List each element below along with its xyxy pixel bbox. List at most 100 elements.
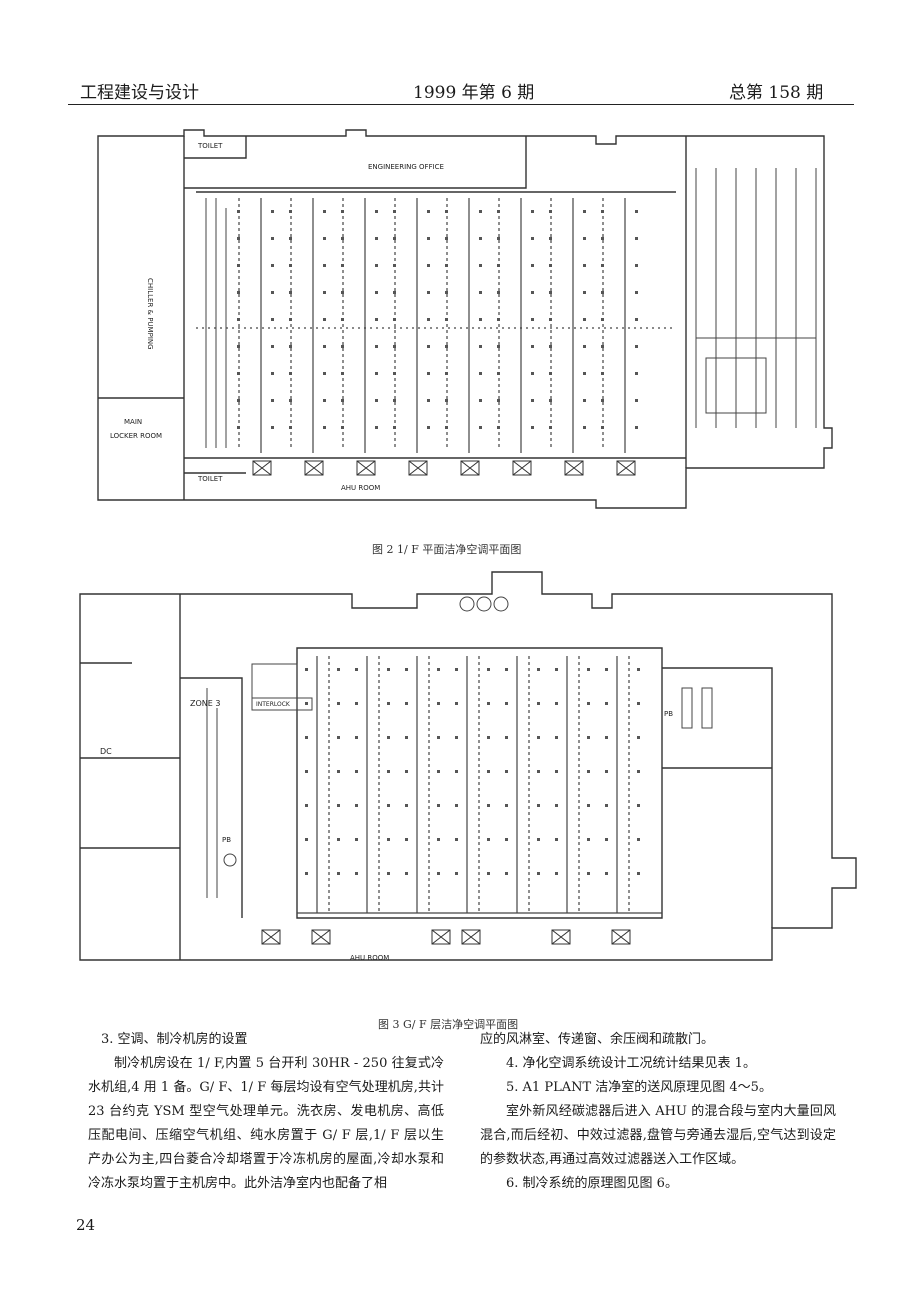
diffuser <box>405 770 408 773</box>
diffuser <box>237 264 240 267</box>
diffuser <box>455 872 458 875</box>
diffuser <box>601 291 604 294</box>
right-text-column: 应的风淋室、传递窗、余压阀和疏散门。 4. 净化空调系统设计工况统计结果见表 1… <box>480 1028 836 1196</box>
diffuser <box>605 804 608 807</box>
diffuser <box>305 838 308 841</box>
diffuser <box>289 372 292 375</box>
pb-label-right: PB <box>664 710 673 718</box>
diffuser <box>337 770 340 773</box>
item-5: 5. A1 PLANT 洁净室的送风原理见图 4～5。 <box>506 1080 772 1095</box>
diffuser <box>355 668 358 671</box>
ahu-unit <box>611 929 631 945</box>
diffuser <box>555 702 558 705</box>
ahu-unit-cross <box>431 929 451 945</box>
diffuser <box>305 872 308 875</box>
diffuser <box>341 399 344 402</box>
diffuser <box>271 399 274 402</box>
diffuser <box>505 668 508 671</box>
diffuser <box>479 318 482 321</box>
diffuser <box>555 872 558 875</box>
diffuser <box>637 668 640 671</box>
item-6: 6. 制冷系统的原理图见图 6。 <box>506 1176 678 1191</box>
diffuser <box>337 702 340 705</box>
diffuser <box>487 838 490 841</box>
diffuser <box>455 702 458 705</box>
diffuser <box>341 237 344 240</box>
figure-3-floor-plan: ZONE 3 INTERLOCK DC PB PB AHU ROOM <box>72 568 862 988</box>
diffuser <box>393 264 396 267</box>
diffuser <box>305 736 308 739</box>
diffuser <box>271 318 274 321</box>
figure-3-caption: 图 3 G/ F 层洁净空调平面图 <box>378 1018 519 1031</box>
diffuser <box>537 702 540 705</box>
diffuser <box>531 318 534 321</box>
diffuser <box>537 838 540 841</box>
ahu-unit <box>431 929 451 945</box>
item-4: 4. 净化空调系统设计工况统计结果见表 1。 <box>506 1056 756 1071</box>
diffuser <box>305 702 308 705</box>
diffuser <box>537 872 540 875</box>
diffuser <box>289 264 292 267</box>
diffuser <box>237 399 240 402</box>
diffuser <box>237 426 240 429</box>
issue-number: 1999 年第 6 期 <box>413 83 535 103</box>
diffuser <box>375 426 378 429</box>
diffuser <box>637 804 640 807</box>
engineering-office-label: ENGINEERING OFFICE <box>368 163 444 171</box>
diffuser <box>487 668 490 671</box>
diffuser <box>445 426 448 429</box>
diffuser <box>479 264 482 267</box>
diffuser <box>289 210 292 213</box>
diffuser <box>583 399 586 402</box>
diffuser <box>445 291 448 294</box>
diffuser <box>337 736 340 739</box>
dc-label: DC <box>100 747 112 756</box>
diffuser <box>341 264 344 267</box>
diffuser <box>531 345 534 348</box>
page-number: 24 <box>76 1216 96 1234</box>
ahu-unit-cross <box>512 460 532 476</box>
diffuser <box>341 372 344 375</box>
diffuser <box>437 770 440 773</box>
diffuser <box>427 318 430 321</box>
diffuser <box>635 237 638 240</box>
ahu-unit <box>564 460 584 476</box>
diffuser <box>427 264 430 267</box>
diffuser <box>405 702 408 705</box>
diffuser <box>549 426 552 429</box>
diffuser <box>237 318 240 321</box>
diffuser <box>531 399 534 402</box>
diffuser <box>555 736 558 739</box>
diffuser <box>289 291 292 294</box>
diffuser <box>271 210 274 213</box>
diffuser <box>505 872 508 875</box>
diffuser <box>487 804 490 807</box>
diffuser <box>445 399 448 402</box>
diffuser <box>427 210 430 213</box>
diffuser <box>555 668 558 671</box>
diffuser <box>355 736 358 739</box>
diffuser <box>323 372 326 375</box>
diffuser <box>479 210 482 213</box>
diffuser <box>405 668 408 671</box>
diffuser <box>497 426 500 429</box>
diffuser <box>387 804 390 807</box>
diffuser <box>271 345 274 348</box>
diffuser <box>445 237 448 240</box>
ahu-room-label-g: AHU ROOM <box>350 954 389 962</box>
diffuser <box>605 770 608 773</box>
diffuser <box>445 372 448 375</box>
ahu-unit-cross <box>408 460 428 476</box>
diffuser <box>497 237 500 240</box>
diffuser <box>601 372 604 375</box>
diffuser <box>505 804 508 807</box>
serial-number: 总第 158 期 <box>729 83 824 103</box>
diffuser <box>393 237 396 240</box>
diffuser <box>555 770 558 773</box>
diffuser <box>337 872 340 875</box>
diffuser <box>605 668 608 671</box>
interlock-label: INTERLOCK <box>256 701 291 708</box>
diffuser <box>497 210 500 213</box>
toilet-top-label: TOILET <box>197 142 223 150</box>
diffuser <box>455 838 458 841</box>
